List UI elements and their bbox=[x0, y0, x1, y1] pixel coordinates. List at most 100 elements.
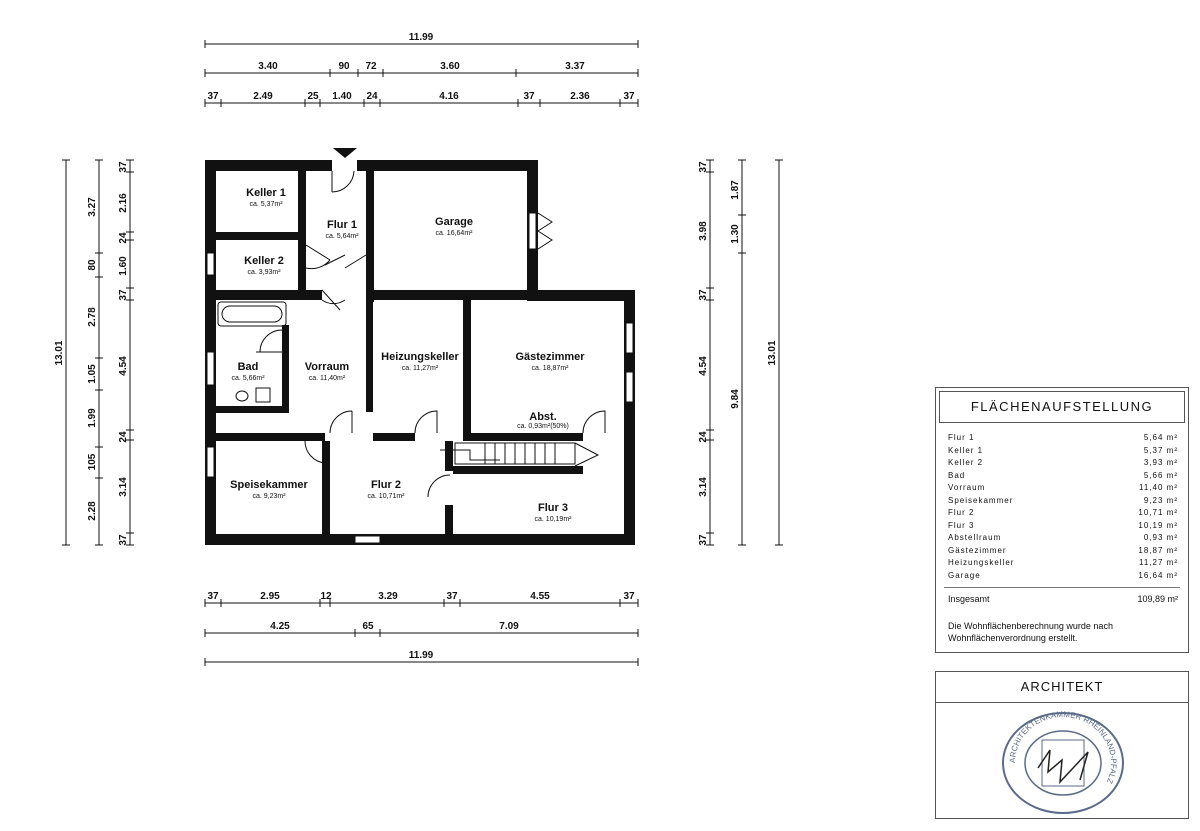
room-name-flur2: Flur 2 bbox=[371, 479, 401, 491]
dim-label: 2.28 bbox=[87, 501, 98, 521]
dim-label: 105 bbox=[87, 453, 98, 470]
right-dimension-chain bbox=[706, 159, 783, 546]
area-row-label: Vorraum bbox=[948, 483, 986, 492]
toilet bbox=[235, 390, 249, 402]
wall-stair-bottom bbox=[453, 466, 583, 474]
wall-middle-horizontal-3 bbox=[463, 433, 583, 441]
total-divider bbox=[944, 587, 1180, 588]
dim-label: 37 bbox=[118, 534, 129, 546]
area-total-row: Insgesamt 109,89 m² bbox=[948, 594, 1178, 604]
dim-label: 2.78 bbox=[87, 307, 98, 327]
area-table-row: Bad 5,66 m² bbox=[948, 471, 1178, 484]
dim-label: 3.14 bbox=[698, 477, 709, 497]
door-flur1-garage bbox=[324, 254, 367, 269]
area-table-title: FLÄCHENAUFSTELLUNG bbox=[939, 391, 1185, 423]
door-abst bbox=[582, 410, 606, 434]
window-flur2 bbox=[354, 535, 381, 544]
dim-label: 7.09 bbox=[499, 621, 519, 632]
dim-label: 24 bbox=[366, 91, 378, 102]
wall-north-east bbox=[357, 160, 538, 171]
window-speisekammer bbox=[206, 446, 215, 478]
wall-heiz-left bbox=[366, 300, 373, 412]
right-dimension-labels: 37 3.98 37 4.54 24 3.14 37 1.87 1.30 9.8… bbox=[698, 161, 778, 546]
wall-garage-bottom bbox=[366, 290, 536, 300]
area-row-value: 5,64 m² bbox=[1143, 433, 1178, 442]
wall-north-west bbox=[205, 160, 332, 171]
room-area-speisekammer: ca. 9,23m² bbox=[252, 493, 286, 500]
room-name-flur3: Flur 3 bbox=[538, 502, 568, 514]
area-table-note: Die Wohnflächenberechnung wurde nach Woh… bbox=[948, 621, 1113, 643]
dim-label: 24 bbox=[118, 232, 129, 244]
room-name-garage: Garage bbox=[435, 216, 473, 228]
dim-label: 37 bbox=[118, 289, 129, 301]
dim-label: 1.40 bbox=[332, 91, 352, 102]
room-area-flur1: ca. 5,64m² bbox=[325, 233, 359, 240]
wall-heiz-right bbox=[463, 300, 471, 440]
area-row-value: 10,71 m² bbox=[1138, 508, 1178, 517]
area-row-value: 18,87 m² bbox=[1138, 545, 1178, 555]
room-name-flur1: Flur 1 bbox=[327, 219, 357, 231]
dim-label: 37 bbox=[207, 591, 219, 602]
floor-plan: 11.99 3.40 90 72 3.60 3.37 37 2.49 25 1.… bbox=[54, 32, 783, 666]
window-gaeste-1 bbox=[625, 322, 634, 354]
architect-box: ARCHITEKT ARCHITEKTENKAMMER RHEINLAND-PF… bbox=[935, 671, 1189, 819]
architect-stamp: ARCHITEKTENKAMMER RHEINLAND-PFALZ bbox=[1002, 710, 1124, 814]
dim-label: 65 bbox=[362, 621, 374, 632]
area-table-row: Flur 2 10,71 m² bbox=[948, 508, 1178, 521]
room-name-bad: Bad bbox=[238, 361, 259, 373]
stamp-ring-text: ARCHITEKTENKAMMER RHEINLAND-PFALZ bbox=[1008, 710, 1118, 785]
room-name-keller1: Keller 1 bbox=[246, 187, 286, 199]
wall-middle-horizontal-2 bbox=[373, 433, 415, 441]
wall-bad-bottom bbox=[216, 406, 289, 413]
room-name-gaestezimmer: Gästezimmer bbox=[515, 351, 585, 363]
area-total-value: 109,89 m² bbox=[1137, 594, 1178, 604]
dim-label: 3.27 bbox=[87, 197, 98, 217]
dim-label: 37 bbox=[698, 289, 709, 301]
area-row-label: Garage bbox=[948, 570, 981, 580]
wall-middle-horizontal-1 bbox=[205, 433, 325, 441]
wall-south bbox=[205, 534, 635, 545]
door-garage bbox=[537, 212, 553, 250]
room-name-vorraum: Vorraum bbox=[305, 361, 350, 373]
dim-label: 4.16 bbox=[439, 91, 459, 102]
dim-left-total: 13.01 bbox=[54, 340, 65, 365]
area-row-value: 5,66 m² bbox=[1143, 470, 1178, 480]
dim-label: 1.87 bbox=[730, 180, 741, 200]
area-row-value: 5,37 m² bbox=[1143, 445, 1178, 455]
dim-label: 12 bbox=[320, 591, 332, 602]
area-row-value: 10,19 m² bbox=[1138, 520, 1178, 530]
dim-label: 37 bbox=[623, 591, 635, 602]
door-heiz bbox=[414, 410, 438, 434]
dim-label: 37 bbox=[207, 91, 219, 102]
left-dimension-labels: 13.01 3.27 80 2.78 1.05 1.99 105 2.28 37… bbox=[54, 161, 129, 546]
dim-label: 4.55 bbox=[530, 591, 550, 602]
dim-label: 3.40 bbox=[258, 61, 278, 72]
room-area-bad: ca. 5,66m² bbox=[231, 375, 265, 382]
area-row-label: Bad bbox=[948, 470, 966, 480]
door-flur3 bbox=[427, 474, 451, 498]
area-row-value: 11,27 m² bbox=[1139, 558, 1178, 567]
dim-label: 1.60 bbox=[118, 256, 129, 276]
wall-bad-right bbox=[282, 325, 289, 413]
sink bbox=[255, 387, 271, 403]
wall-keller-right bbox=[298, 160, 306, 290]
dim-label: 4.25 bbox=[270, 621, 290, 632]
wall-keller2-bottom bbox=[205, 290, 322, 300]
dim-label: 90 bbox=[338, 61, 350, 72]
area-table-row: Vorraum 11,40 m² bbox=[948, 483, 1178, 496]
left-dimension-chain bbox=[62, 159, 134, 546]
room-area-gaestezimmer: ca. 18,87m² bbox=[532, 365, 570, 372]
area-row-label: Keller 1 bbox=[948, 445, 984, 455]
dim-label: 3.60 bbox=[440, 61, 460, 72]
dim-label: 3.14 bbox=[118, 477, 129, 497]
area-row-label: Flur 2 bbox=[948, 508, 975, 517]
room-area-flur2: ca. 10,71m² bbox=[368, 493, 406, 500]
dim-label: 2.95 bbox=[260, 591, 280, 602]
wall-flur2-right-lower bbox=[445, 505, 453, 540]
dim-label: 9.84 bbox=[730, 389, 741, 409]
dim-label: 24 bbox=[698, 431, 709, 443]
area-row-value: 11,40 m² bbox=[1139, 483, 1178, 492]
